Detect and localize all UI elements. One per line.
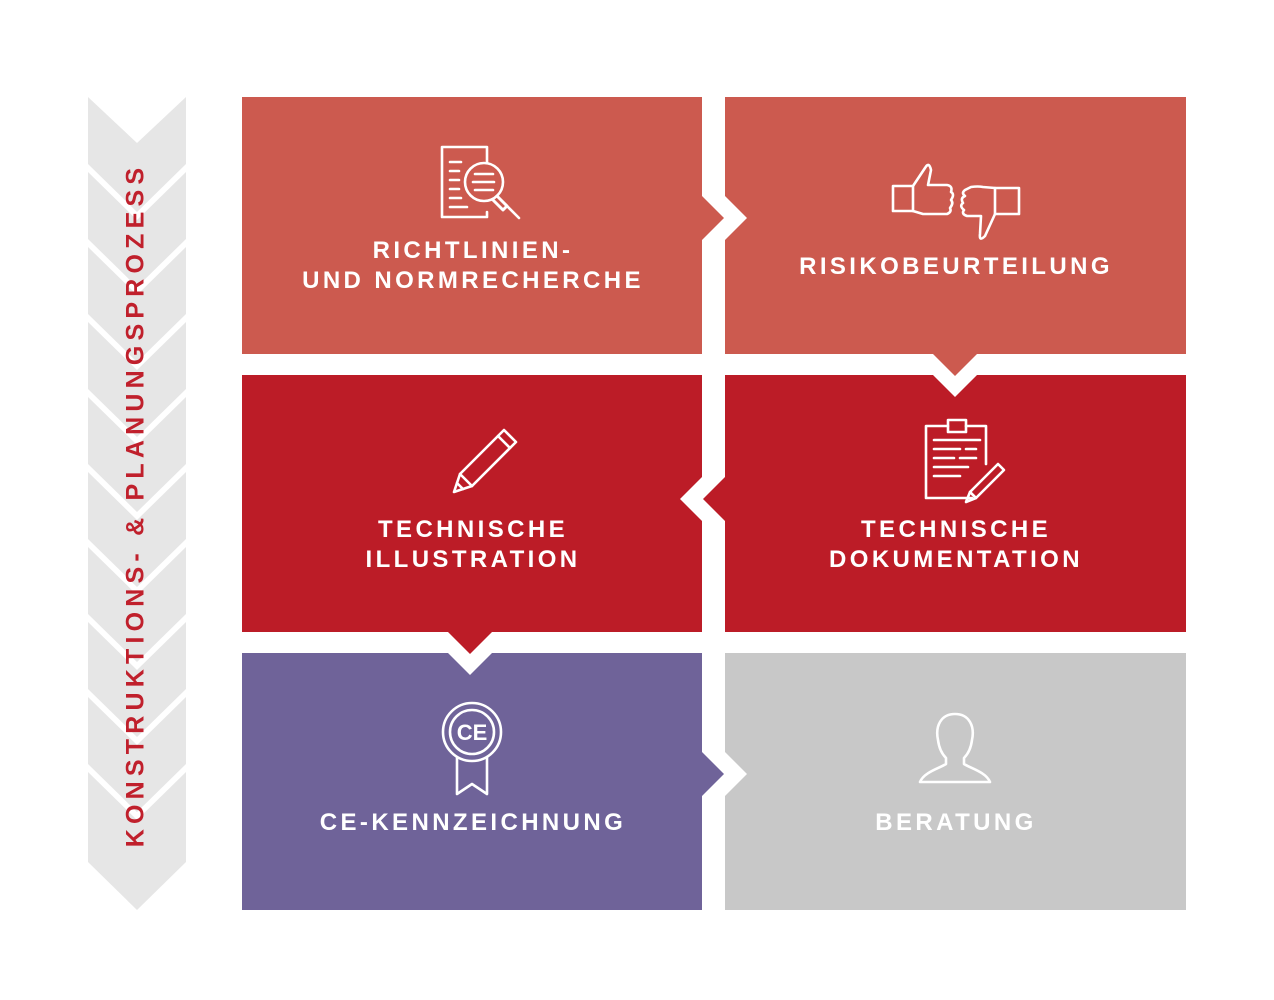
- tile-label-risiko: RISIKOBEURTEILUNG: [799, 253, 1113, 280]
- tile-label-dokumentation: TECHNISCHE DOKUMENTATION: [829, 516, 1083, 573]
- tile-label-richtlinien: RICHTLINIEN- UND NORMRECHERCHE: [302, 237, 644, 294]
- chevron: [88, 697, 186, 812]
- ce-mark-text: CE: [457, 720, 488, 745]
- chevron-bottom: [88, 772, 186, 910]
- process-side-label: KONSTRUKTIONS- & PLANUNGSPROZESS: [121, 162, 150, 848]
- thumbs-up-down-icon: [891, 163, 1021, 240]
- person-icon: [918, 712, 992, 784]
- clipboard-pencil-icon: [924, 418, 1006, 504]
- tile-label-ce: CE-KENNZEICHNUNG: [319, 809, 627, 836]
- chevron: [88, 172, 186, 287]
- chevron: [88, 397, 186, 512]
- tile-label-beratung: BERATUNG: [875, 809, 1037, 836]
- chevron: [88, 247, 186, 362]
- tile-ce: [242, 653, 724, 910]
- chevron: [88, 547, 186, 662]
- document-search-icon: [440, 145, 521, 220]
- chevron: [88, 472, 186, 587]
- tile-label-illustration: TECHNISCHE ILLUSTRATION: [365, 516, 581, 573]
- process-chevron-column: [88, 97, 186, 910]
- tile-richtlinien: [242, 97, 724, 354]
- chevron: [88, 322, 186, 437]
- tile-illustration: [242, 375, 702, 654]
- ce-badge-icon: CE: [441, 701, 503, 796]
- tile-risiko: [725, 97, 1186, 376]
- tile-dokumentation: [703, 375, 1186, 632]
- pencil-icon: [452, 428, 518, 494]
- chevron-top: [88, 97, 186, 212]
- chevron: [88, 622, 186, 737]
